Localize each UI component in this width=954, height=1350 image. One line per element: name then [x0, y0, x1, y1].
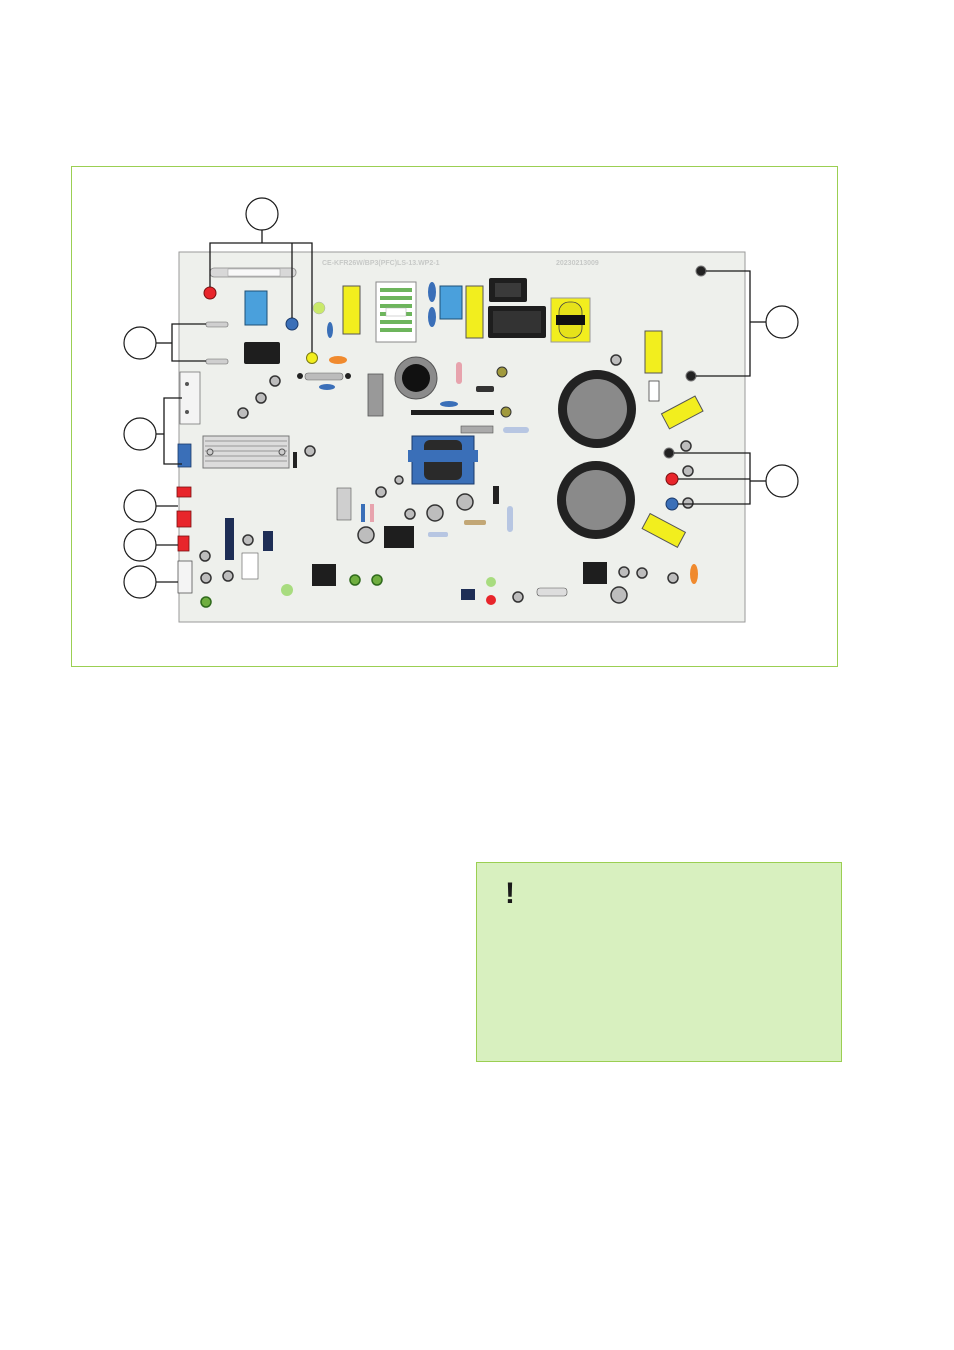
terminal-yellow-top	[306, 352, 318, 364]
cap-orange-1	[329, 356, 347, 364]
board-model-label: CE-KFR26W/BP3(PFC)LS-13.WP2-1	[322, 260, 440, 267]
callout-5	[123, 528, 157, 562]
capacitor-yellow-1	[342, 285, 361, 335]
pcb-diagram: CE-KFR26W/BP3(PFC)LS-13.WP2-1 2023021300…	[123, 197, 799, 623]
ic-chip-4	[583, 562, 607, 584]
connector-blue	[177, 443, 192, 468]
capacitor-large-1	[558, 370, 636, 448]
resistor-tan	[464, 520, 486, 525]
resistor-pair	[361, 504, 365, 522]
capacitor-yellow-4	[660, 395, 704, 430]
resistor-1	[304, 372, 344, 381]
callout-7	[765, 305, 799, 339]
connector-grey	[336, 487, 352, 521]
fuse	[209, 267, 297, 278]
led-green-1	[281, 584, 293, 596]
diagram-frame	[71, 166, 838, 667]
terminal-black-right-3	[663, 447, 675, 459]
relay-blue-1	[244, 290, 268, 326]
capacitor-yellow-5	[641, 512, 687, 549]
potentiometer-1	[496, 366, 508, 378]
connector-small	[241, 552, 259, 580]
ic-chip-6	[384, 526, 414, 548]
ic-chip-1	[225, 518, 234, 560]
crystal	[536, 587, 568, 597]
pin-connector-2	[205, 358, 229, 365]
resistor-blue-3	[428, 532, 448, 537]
bar-black	[411, 410, 494, 415]
callout-8	[765, 464, 799, 498]
exclamation-icon: !	[505, 877, 515, 910]
callouts	[123, 197, 799, 599]
connector-white-2	[177, 560, 193, 594]
callout-2	[123, 326, 157, 360]
terminal-black-right-2	[685, 370, 697, 382]
note-box: !	[476, 862, 842, 1062]
ic-chip-3	[312, 564, 336, 586]
cap-blue-oval-1	[428, 282, 436, 302]
cap-blue-oval-3	[327, 322, 333, 338]
led-yellow-green	[312, 301, 326, 315]
green-rings	[200, 574, 383, 608]
led-red	[486, 595, 496, 605]
diode-2	[493, 486, 499, 504]
terminal-red-top	[203, 286, 217, 300]
heatsink	[202, 435, 290, 469]
capacitor-large-2	[557, 461, 635, 539]
cap-orange-2	[690, 564, 698, 584]
connector-white	[179, 371, 201, 425]
leader-lines	[156, 230, 766, 583]
transformer-blue	[408, 435, 478, 485]
callout-3	[123, 417, 157, 451]
resistor-pink	[456, 362, 462, 384]
board-code-label: 20230213009	[556, 260, 599, 267]
connector-red-1	[176, 486, 192, 498]
component-white	[648, 380, 660, 402]
terminal-blue-top	[285, 317, 299, 331]
mounting-rings	[199, 354, 694, 604]
block-black-1	[244, 342, 280, 364]
callout-6	[123, 565, 157, 599]
resistor-grey-2	[460, 425, 494, 434]
cap-blue-oval-2	[428, 307, 436, 327]
terminal-blue-right	[665, 497, 679, 511]
transformer	[375, 281, 417, 343]
connector-red-3	[177, 535, 190, 552]
pin-connector-1	[205, 321, 229, 328]
capacitor-yellow-2	[465, 285, 484, 339]
resistor-blue-2	[507, 506, 513, 532]
diode-1	[476, 386, 494, 392]
capacitor-yellow-3	[644, 330, 663, 374]
cap-blue-oval-4	[319, 384, 335, 390]
resistor-blue-1	[503, 427, 529, 433]
potentiometer-2	[500, 406, 512, 418]
terminal-red-right	[665, 472, 679, 486]
ic-chip-5	[461, 589, 475, 600]
terminal-black-right-1	[695, 265, 707, 277]
led-green-2	[486, 577, 496, 587]
callout-4	[123, 489, 157, 523]
callout-1	[245, 197, 279, 231]
module-grey	[367, 373, 384, 417]
relay-blue-2	[439, 285, 463, 320]
inductor-yellow	[550, 297, 591, 343]
diode-3	[293, 452, 297, 468]
ic-chip-2	[263, 531, 273, 551]
connector-red-2	[176, 510, 192, 528]
